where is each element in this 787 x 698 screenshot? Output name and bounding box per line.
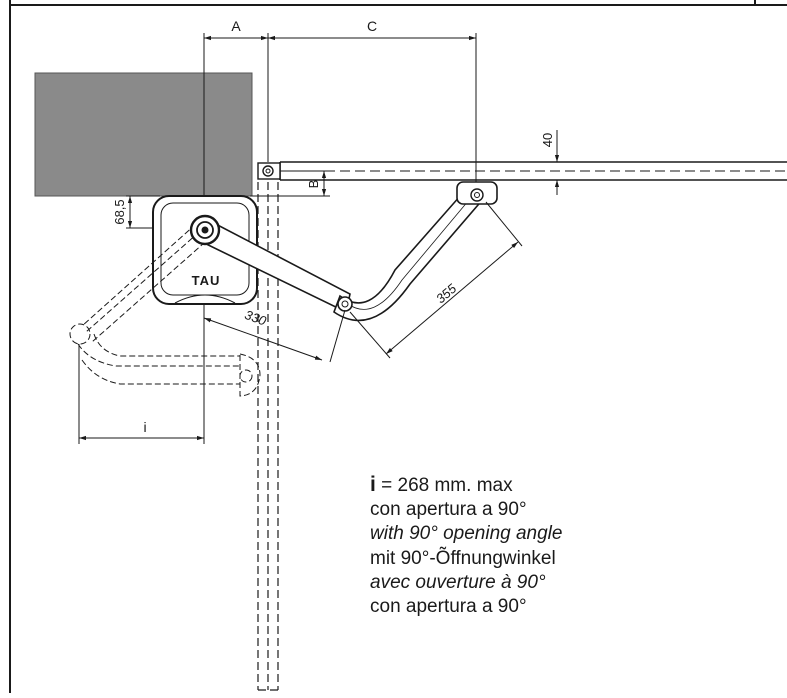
operator-body — [152, 195, 258, 305]
note-spanish: con apertura a 90° — [370, 596, 527, 618]
note-english: with 90° opening angle — [370, 523, 563, 545]
dimension-68-5-label: 68,5 — [112, 199, 127, 224]
operator-shaft — [189, 214, 221, 246]
arm-closed-position — [196, 181, 498, 322]
device-logo: TAU — [192, 273, 221, 288]
dimension-c-label: C — [367, 18, 377, 34]
dimension-355-label: 355 — [433, 280, 460, 306]
dimension-b — [250, 170, 330, 197]
installation-notes: i = 268 mm. max con apertura a 90° with … — [370, 473, 562, 619]
note-italian: con apertura a 90° — [370, 499, 527, 521]
note-german: mit 90°-Õffnungwinkel — [370, 547, 556, 569]
note-french: avec ouverture à 90° — [370, 571, 546, 593]
note-i-value: = 268 mm. max — [375, 475, 513, 496]
dimension-355 — [349, 201, 523, 359]
dimension-i-label: i — [143, 419, 146, 435]
gate-hinge — [257, 162, 281, 180]
dimension-i — [78, 344, 204, 444]
frame — [9, 0, 787, 693]
dimension-b-label: B — [306, 180, 321, 189]
arm-open-position — [69, 223, 261, 397]
note-i-max: i = 268 mm. max — [370, 473, 562, 498]
dimension-40-label: 40 — [540, 133, 555, 147]
pillar — [34, 72, 253, 197]
dimension-330 — [203, 304, 346, 363]
note-i-symbol: i — [370, 473, 376, 496]
dimension-a-label: A — [231, 18, 241, 34]
dimension-40 — [540, 130, 565, 195]
dimension-330-label: 330 — [243, 307, 269, 329]
gate-leaf — [279, 161, 787, 181]
